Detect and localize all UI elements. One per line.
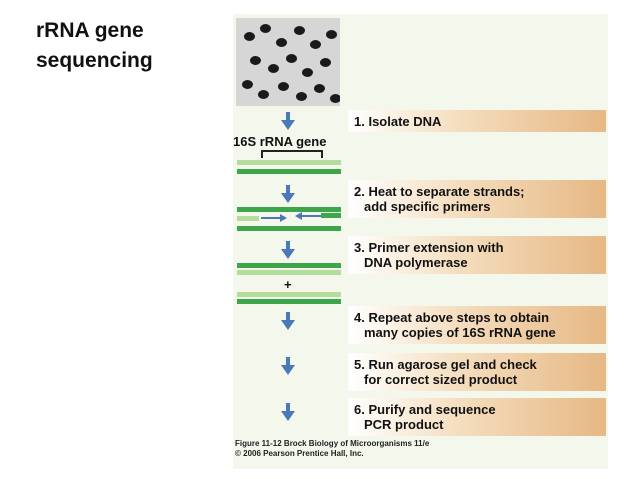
- separated-strand-bottom: [237, 226, 341, 231]
- step-1: 1. Isolate DNA: [348, 110, 606, 132]
- gene-bracket: [261, 150, 323, 158]
- step-2: 2. Heat to separate strands; add specifi…: [348, 180, 606, 218]
- caption-line-1: Figure 11-12 Brock Biology of Microorgan…: [235, 439, 430, 448]
- title-line-1: rRNA gene: [36, 19, 144, 42]
- separated-strand-top: [237, 207, 341, 212]
- step-4-line-2: many copies of 16S rRNA gene: [364, 325, 556, 340]
- figure-caption: Figure 11-12 Brock Biology of Microorgan…: [235, 439, 429, 459]
- step-5: 5. Run agarose gel and check for correct…: [348, 353, 606, 391]
- flow-arrow-2: [281, 185, 295, 203]
- step-2-line-2: add specific primers: [364, 199, 491, 214]
- extended-strand-1a: [237, 263, 341, 268]
- pcr-workflow-figure: 16S rRNA gene + 1. Isolate DNA 2. Heat t…: [233, 14, 608, 469]
- title-line-2: sequencing: [36, 49, 153, 72]
- caption-line-2: © 2006 Pearson Prentice Hall, Inc.: [235, 449, 364, 458]
- extended-strand-2a: [237, 292, 341, 297]
- step-5-line-2: for correct sized product: [364, 372, 518, 387]
- gene-label: 16S rRNA gene: [233, 134, 327, 149]
- dna-strand-bottom: [237, 169, 341, 174]
- flow-arrow-5: [281, 357, 295, 375]
- flow-arrow-1: [281, 112, 295, 130]
- primer-forward-block: [237, 216, 259, 221]
- primer-reverse-block: [321, 213, 341, 218]
- step-4-line-1: 4. Repeat above steps to obtain: [354, 310, 550, 325]
- step-2-line-1: 2. Heat to separate strands;: [354, 184, 525, 199]
- flow-arrow-4: [281, 312, 295, 330]
- extended-strand-2b: [237, 299, 341, 304]
- flow-arrow-3: [281, 241, 295, 259]
- bacteria-micrograph: [236, 18, 340, 106]
- step-1-line-1: 1. Isolate DNA: [354, 114, 442, 129]
- forward-primer-arrow: [261, 214, 287, 222]
- plus-sign: +: [284, 277, 292, 292]
- step-6-line-2: PCR product: [364, 417, 444, 432]
- step-3-line-2: DNA polymerase: [364, 255, 468, 270]
- step-3: 3. Primer extension with DNA polymerase: [348, 236, 606, 274]
- step-6: 6. Purify and sequence PCR product: [348, 398, 606, 436]
- step-4: 4. Repeat above steps to obtain many cop…: [348, 306, 606, 344]
- reverse-primer-arrow: [295, 212, 321, 220]
- step-3-line-1: 3. Primer extension with: [354, 240, 504, 255]
- flow-arrow-6: [281, 403, 295, 421]
- dna-strand-top: [237, 160, 341, 165]
- step-5-line-1: 5. Run agarose gel and check: [354, 357, 537, 372]
- extended-strand-1b: [237, 270, 341, 275]
- slide-title: rRNA gene sequencing: [36, 16, 153, 76]
- step-6-line-1: 6. Purify and sequence: [354, 402, 496, 417]
